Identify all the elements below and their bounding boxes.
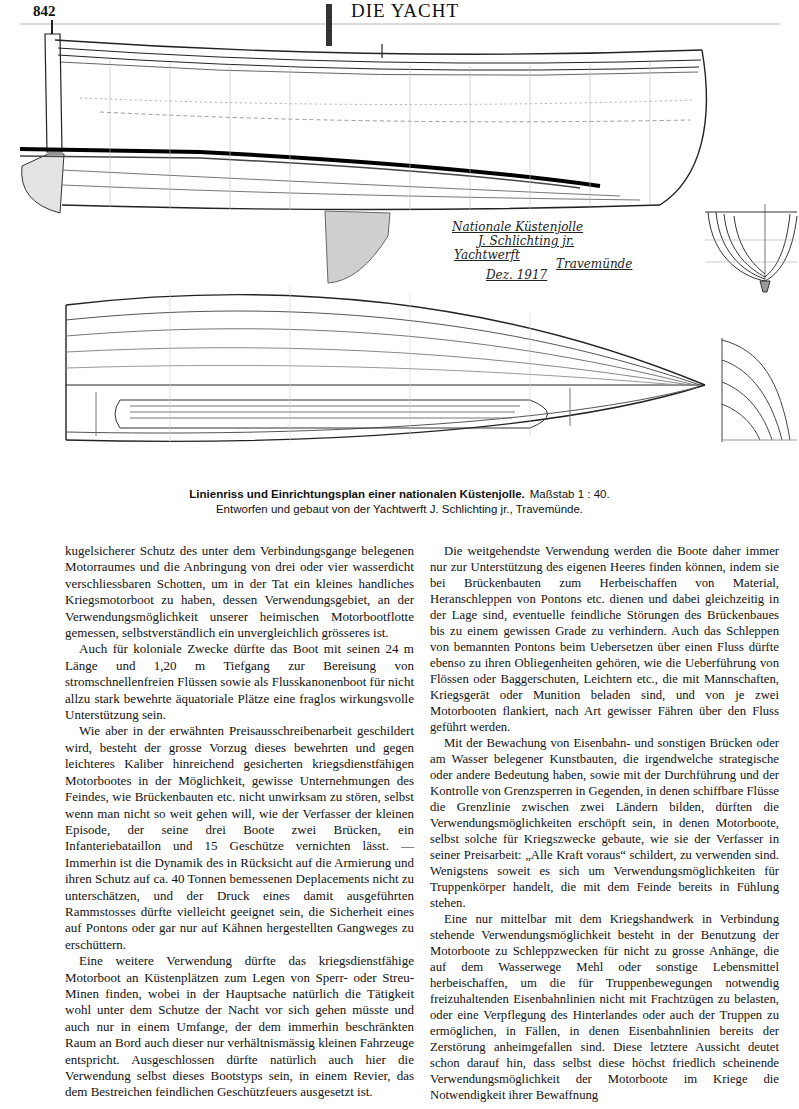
place-note: Travemünde [556, 257, 632, 271]
body-paragraph: Die weitgehendste Verwendung werden die … [430, 543, 779, 735]
caption-block: Linienriss und Einrichtungsplan einer na… [0, 487, 799, 517]
text-column: Die weitgehendste Verwendung werden die … [430, 543, 779, 1103]
caption-line: Linienriss und Einrichtungsplan einer na… [0, 487, 799, 502]
credit-line: Entworfen und gebaut von der Yachtwerft … [0, 502, 799, 517]
body-paragraph: Mit der Bewachung von Eisenbahn- und son… [430, 735, 779, 911]
body-paragraph: Eine weitere Verwendung dürfte das krieg… [65, 953, 414, 1101]
page-number: 842 [33, 3, 56, 20]
running-header: DIE YACHT [351, 0, 459, 22]
body-paragraph: Eine nur mittelbar mit dem Kriegshandwer… [430, 911, 779, 1103]
body-paragraph: Wie aber in der erwähnten Preisausschrei… [65, 723, 414, 953]
body-paragraph: Auch für koloniale Zwecke dürfte das Boo… [65, 641, 414, 723]
scale-note: Maßstab 1 : 40. [530, 488, 610, 500]
figure-caption: Linienriss und Einrichtungsplan einer na… [189, 488, 524, 500]
date-note: Dez. 1917 [486, 268, 547, 282]
body-paragraph: kugelsicherer Schutz des unter dem Verbi… [65, 543, 414, 641]
drawing-title: Nationale Küstenjolle [452, 220, 583, 234]
text-column: kugelsicherer Schutz des unter dem Verbi… [65, 543, 414, 1101]
yard-note: Yachtwerft [454, 248, 520, 262]
designer-note: J. Schlichting jr. [478, 234, 574, 248]
